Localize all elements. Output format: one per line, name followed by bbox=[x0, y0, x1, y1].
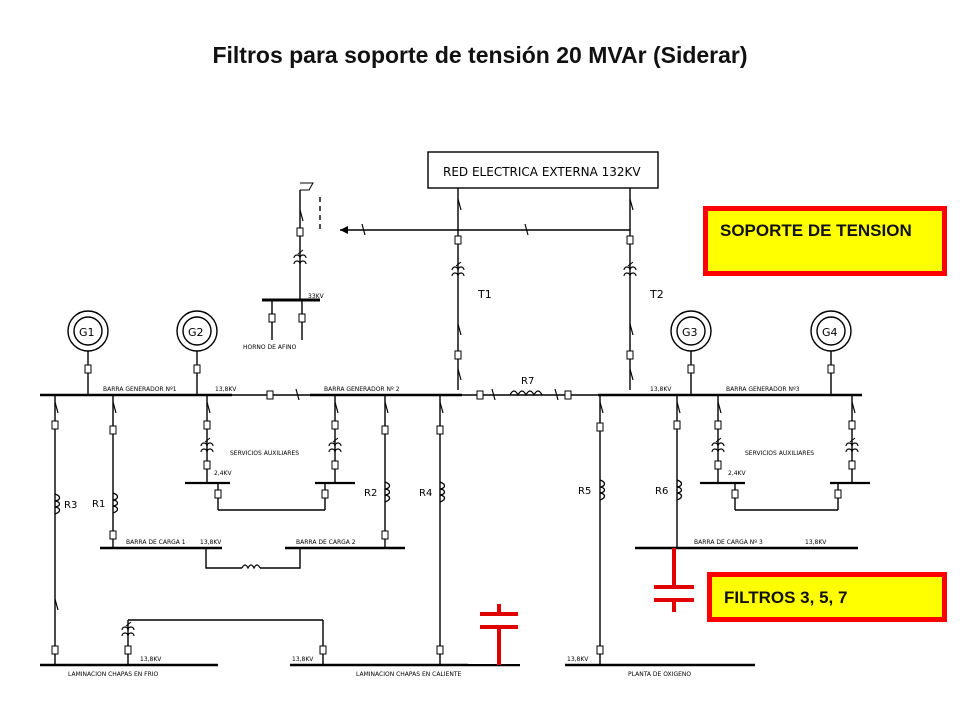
aux-left-label: SERVICIOS AUXILIARES bbox=[230, 450, 299, 457]
bus-load1-label: BARRA DE CARGA 1 bbox=[126, 539, 186, 546]
bus-gen3-label: BARRA GENERADOR Nº3 bbox=[726, 386, 800, 393]
bus-gen2-label: BARRA GENERADOR Nº 2 bbox=[324, 386, 400, 393]
t1-label: T1 bbox=[477, 288, 492, 301]
filter-capacitor-load3 bbox=[654, 548, 694, 612]
generator-g2: G2 bbox=[176, 310, 218, 395]
bus-load3-voltage: 13,8KV bbox=[805, 539, 827, 546]
bus-load1-voltage: 13,8KV bbox=[200, 539, 222, 546]
t2-label: T2 bbox=[649, 288, 664, 301]
generator-g1: G1 bbox=[67, 310, 109, 395]
cold-rolling-label: LAMINACION CHAPAS EN FRIO bbox=[68, 671, 159, 678]
svg-text:G3: G3 bbox=[682, 326, 698, 339]
bus-load3-label: BARRA DE CARGA Nº 3 bbox=[694, 539, 763, 546]
oxygen-plant-label: PLANTA DE OXIGENO bbox=[628, 671, 691, 678]
furnace-voltage: 33KV bbox=[308, 293, 325, 300]
r6-label: R6 bbox=[655, 486, 668, 497]
hot-rolling-label: LAMINACION CHAPAS EN CALIENTE bbox=[356, 671, 461, 678]
r3-label: R3 bbox=[64, 500, 77, 511]
external-grid-box bbox=[427, 151, 659, 189]
bus-gen3-voltage: 13,8KV bbox=[650, 386, 672, 393]
r7-label: R7 bbox=[521, 376, 534, 387]
r2-label: R2 bbox=[364, 488, 377, 499]
r5-label: R5 bbox=[578, 486, 591, 497]
generator-g3: G3 bbox=[670, 310, 712, 395]
r4-label: R4 bbox=[419, 488, 432, 499]
filter-capacitor-hot bbox=[480, 604, 518, 665]
aux-right-voltage: 2,4KV bbox=[728, 470, 746, 477]
bus-load2-label: BARRA DE CARGA 2 bbox=[296, 539, 356, 546]
bus-gen1-voltage: 13,8KV bbox=[215, 386, 237, 393]
svg-text:G1: G1 bbox=[79, 326, 95, 339]
generator-g4: G4 bbox=[810, 310, 852, 395]
aux-right-label: SERVICIOS AUXILIARES bbox=[745, 450, 814, 457]
bus-gen1-label: BARRA GENERADOR Nº1 bbox=[103, 386, 177, 393]
external-grid-label: RED ELECTRICA EXTERNA 132KV bbox=[443, 165, 641, 179]
hot-rolling-voltage: 13,8KV bbox=[292, 656, 314, 663]
svg-text:G2: G2 bbox=[188, 326, 204, 339]
oxygen-plant-voltage: 13,8KV bbox=[567, 656, 589, 663]
svg-text:G4: G4 bbox=[822, 326, 838, 339]
furnace-label: HORNO DE AFINO bbox=[243, 344, 297, 351]
voltage-support-callout: SOPORTE DE TENSION bbox=[703, 206, 947, 276]
r1-label: R1 bbox=[92, 499, 105, 510]
filters-callout: FILTROS 3, 5, 7 bbox=[707, 572, 947, 622]
cold-rolling-voltage: 13,8KV bbox=[140, 656, 162, 663]
aux-left-voltage: 2,4KV bbox=[214, 470, 232, 477]
slide-title: Filtros para soporte de tensión 20 MVAr … bbox=[212, 42, 748, 68]
